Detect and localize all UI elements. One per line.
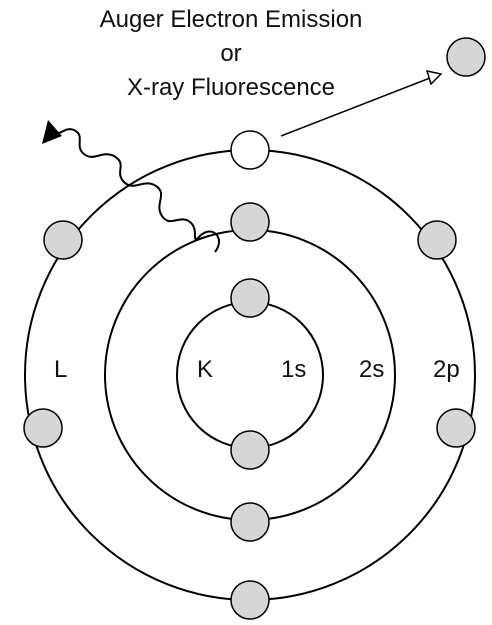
electron-2p-bottom — [231, 581, 269, 619]
electron-2p-upper-left — [44, 221, 82, 259]
shell-label-K: K — [197, 356, 213, 384]
electron-2s-bottom — [231, 503, 269, 541]
electron-2p-upper-right — [418, 221, 456, 259]
title-line-3: X-ray Fluorescence — [0, 74, 477, 102]
title-line-2: or — [0, 40, 477, 68]
orbital-label-2p: 2p — [433, 356, 460, 384]
electron-2s-top — [231, 203, 269, 241]
shell-label-L: L — [54, 356, 67, 384]
orbital-label-1s: 1s — [281, 356, 306, 384]
orbit-2s — [105, 230, 395, 520]
electron-1s-top — [231, 279, 269, 317]
electron-2p-lower-right — [437, 409, 475, 447]
vacancy-2p-top — [231, 131, 269, 169]
title-line-1: Auger Electron Emission — [0, 6, 477, 34]
electron-2p-lower-left — [24, 409, 62, 447]
orbital-label-2s: 2s — [359, 356, 384, 384]
electron-1s-bottom — [231, 431, 269, 469]
